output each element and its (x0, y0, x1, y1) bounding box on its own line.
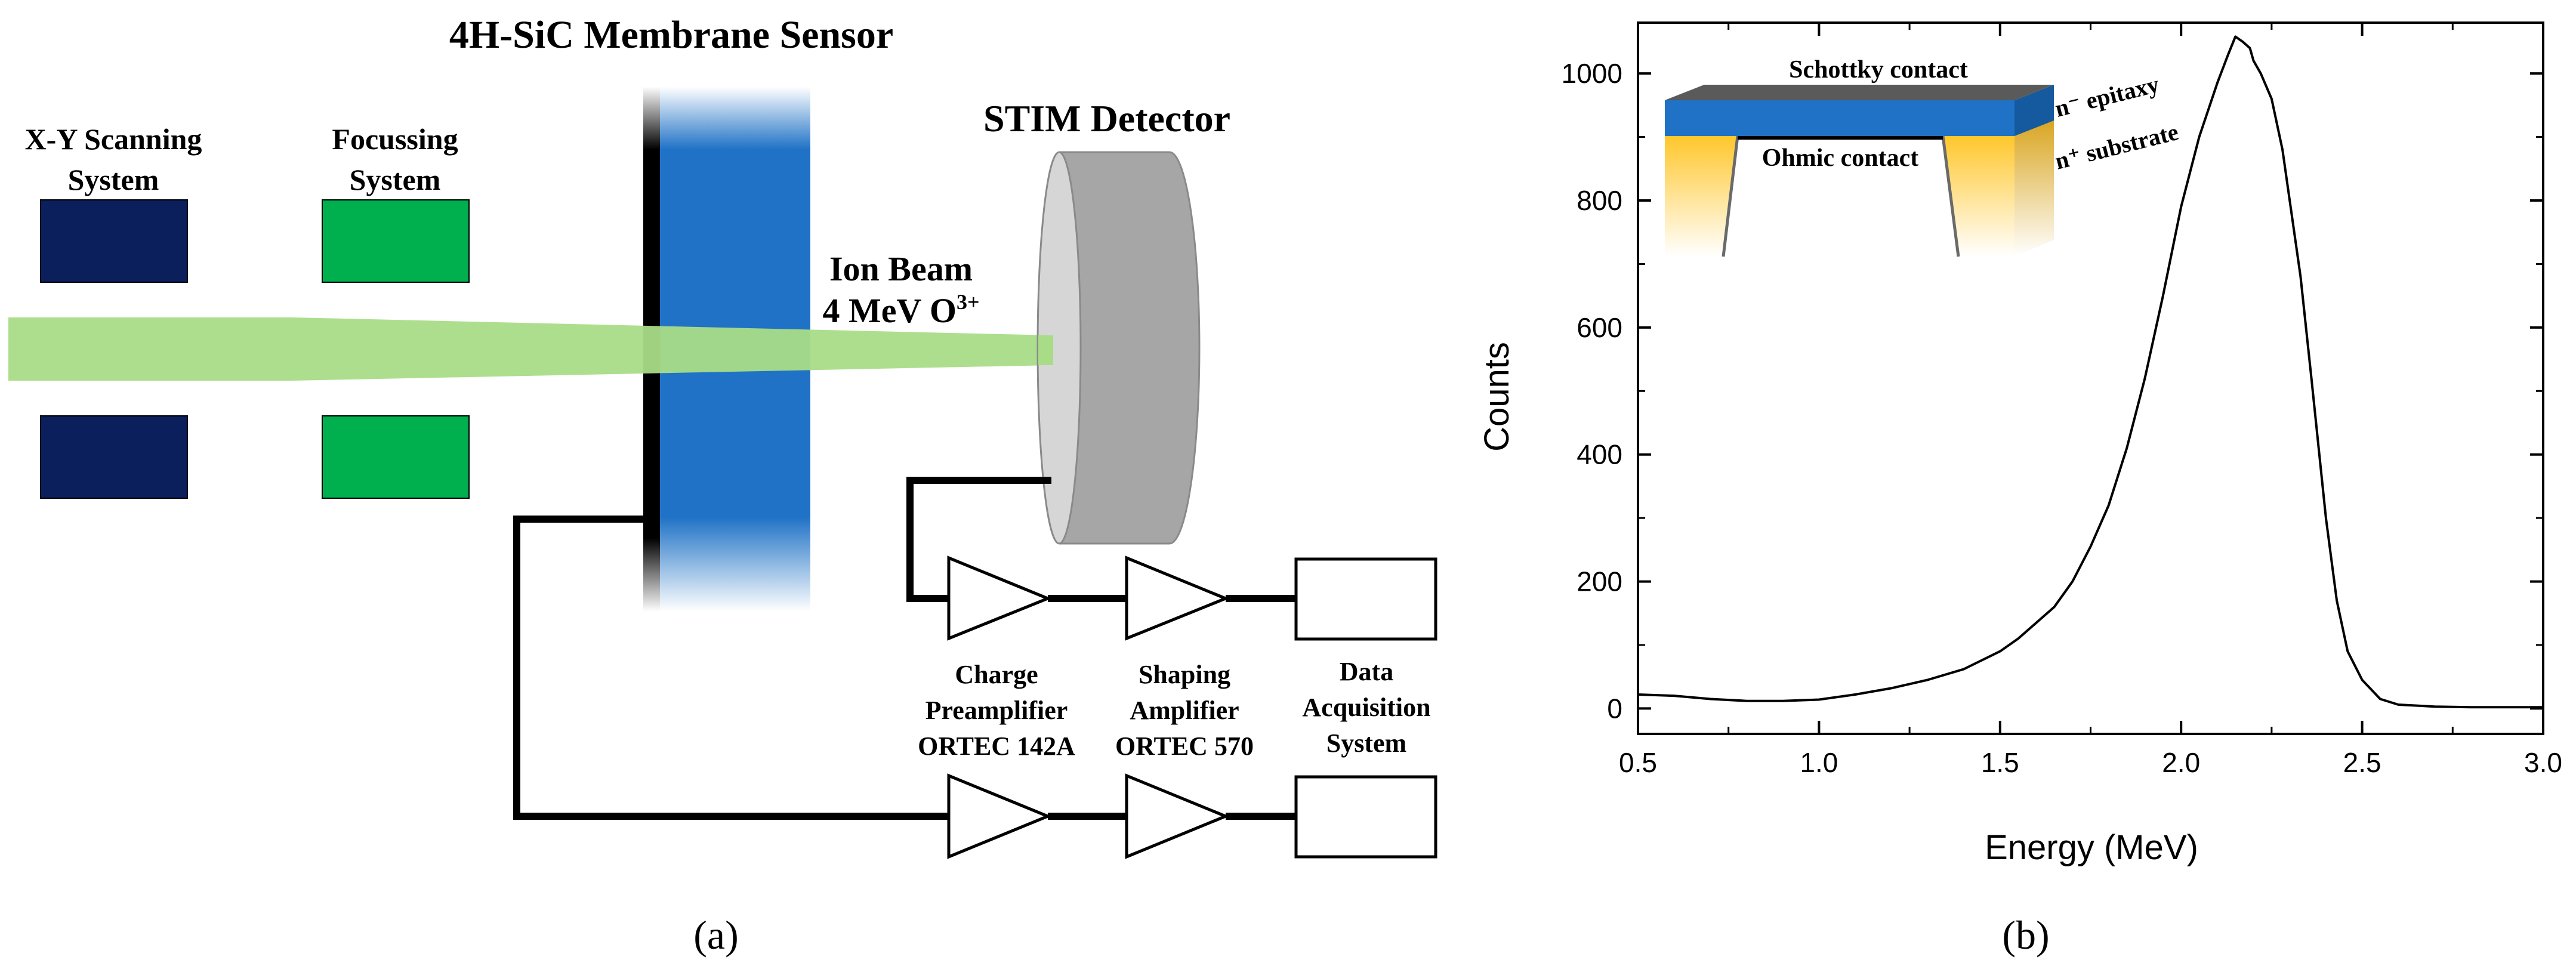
panel-a-caption: (a) (693, 912, 738, 958)
cavity-edge-left (1722, 135, 1739, 257)
shaping-amp-triangle (1125, 555, 1230, 641)
schottky-label: Schottky contact (1789, 56, 1968, 84)
substrate-left (1665, 136, 1738, 257)
x-tick-label: 0.5 (1619, 747, 1657, 778)
membrane-sensor-title: 4H-SiC Membrane Sensor (449, 13, 893, 57)
stim-detector-cylinder (1036, 151, 1201, 545)
plot-frame: 0.5 1.0 1.5 2.0 2.5 3.0 0 200 400 600 800 1000 (1562, 21, 2562, 778)
x-tick-label: 2.5 (2343, 747, 2381, 778)
daq-label-line2: Acquisition (1302, 693, 1430, 722)
shaping-label-line1: Shaping (1139, 660, 1230, 689)
x-tick-label: 1.5 (1981, 747, 2019, 778)
panel-b-caption: (b) (2002, 912, 2049, 958)
ohmic-label: Ohmic contact (1762, 144, 1918, 172)
wiring (513, 477, 1296, 820)
x-tick-label: 3.0 (2524, 747, 2562, 778)
x-tick-label: 2.0 (2162, 747, 2200, 778)
daq-label-line1: Data (1340, 657, 1393, 686)
substrate-label: n⁺ substrate (2052, 118, 2181, 175)
daq-box-2 (1294, 775, 1437, 859)
y-tick-label: 400 (1577, 439, 1622, 470)
preamp-triangle (947, 555, 1052, 641)
spectrum-line (1637, 35, 2543, 709)
preamp-label-line2: Preamplifier (925, 696, 1068, 725)
xy-scanning-label-line2: System (68, 163, 159, 196)
substrate-side (2014, 119, 2054, 257)
y-tick-label: 1000 (1562, 58, 1622, 89)
focussing-label-line2: System (350, 163, 441, 196)
y-tick-label: 600 (1577, 312, 1622, 343)
stim-detector-label: STIM Detector (983, 97, 1230, 140)
signal-chain-bottom (947, 773, 1437, 859)
x-tick-label: 1.0 (1800, 747, 1838, 778)
ion-beam-label: Ion Beam (829, 249, 973, 288)
xy-scanning-block-bottom (40, 415, 188, 499)
preamp-label-line1: Charge (955, 660, 1038, 689)
xy-scanning-block-top (40, 199, 188, 283)
daq-label-line3: System (1326, 729, 1406, 758)
y-tick-label: 800 (1577, 185, 1622, 216)
schottky-contact (1665, 85, 2054, 100)
ion-beam (8, 317, 1053, 381)
focussing-block-top (322, 199, 470, 283)
daq-box (1294, 557, 1437, 641)
ion-charge-superscript: 3+ (957, 290, 980, 314)
ion-energy-label: 4 MeV O3+ (823, 290, 980, 330)
preamp-label-line3: ORTEC 142A (918, 732, 1075, 761)
focussing-block-bottom (322, 415, 470, 499)
preamp-triangle-2 (947, 773, 1052, 859)
cavity-edge-right (1941, 135, 1960, 257)
y-tick-label: 200 (1577, 566, 1622, 597)
focussing-label-line1: Focussing (332, 122, 458, 156)
shaping-label-line3: ORTEC 570 (1115, 732, 1254, 761)
panel-a: 4H-SiC Membrane Sensor X-Y Scanning Syst… (8, 13, 1437, 958)
shaping-label-line2: Amplifier (1130, 696, 1239, 725)
signal-chain-top (947, 555, 1437, 641)
epitaxy-layer (1665, 100, 2014, 136)
device-inset: Schottky contact Ohmic contact n⁻ epitax… (1665, 56, 2181, 257)
panel-b: 0.5 1.0 1.5 2.0 2.5 3.0 0 200 400 600 800 1000 Scho… (1477, 21, 2562, 958)
epitaxy-label: n⁻ epitaxy (2052, 70, 2161, 122)
ion-beam-tip (1038, 335, 1053, 365)
x-axis-label: Energy (MeV) (1985, 828, 2198, 867)
substrate-right (1943, 136, 2014, 257)
epitaxy-side (2014, 85, 2054, 136)
xy-scanning-label-line1: X-Y Scanning (25, 122, 202, 156)
y-axis-label: Counts (1477, 342, 1516, 452)
y-tick-label: 0 (1607, 693, 1622, 724)
shaping-amp-triangle-2 (1125, 773, 1230, 859)
ion-energy-text: 4 MeV O (823, 291, 957, 330)
